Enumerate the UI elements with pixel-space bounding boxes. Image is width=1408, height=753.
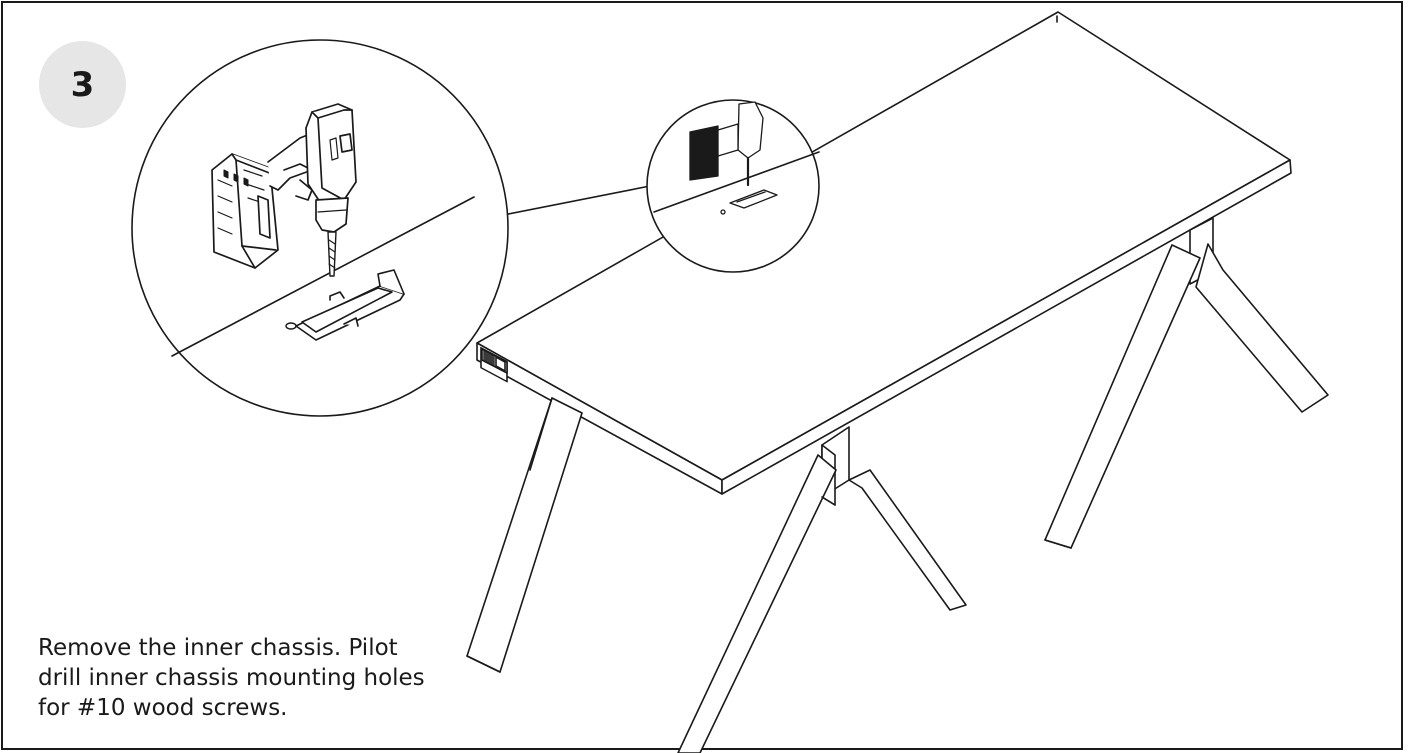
pilot-hole-icon — [285, 322, 297, 330]
leg-center — [677, 426, 967, 753]
instruction-line: drill inner chassis mounting holes — [38, 665, 425, 691]
table-top — [476, 11, 1292, 495]
control-box-icon — [480, 346, 508, 383]
step-number: 3 — [70, 64, 95, 105]
detail-circle-large — [131, 39, 509, 417]
instruction-line: for #10 wood screws. — [38, 695, 288, 721]
table-edge-line-large — [171, 196, 475, 357]
table-edge-line-small — [653, 151, 820, 213]
chassis-slot-icon — [295, 269, 405, 341]
leg-front-left — [466, 397, 583, 673]
drill-icon-small — [689, 101, 764, 187]
instruction-line: Remove the inner chassis. Pilot — [38, 635, 398, 661]
drill-icon-large — [211, 103, 357, 277]
instruction-text: Remove the inner chassis. Pilot drill in… — [38, 633, 438, 723]
leg-right — [1044, 217, 1329, 549]
desk-illustration — [466, 11, 1329, 753]
step-number-badge: 3 — [39, 41, 126, 128]
slot-icon-small — [720, 189, 778, 215]
detail-circle-small — [646, 99, 820, 273]
